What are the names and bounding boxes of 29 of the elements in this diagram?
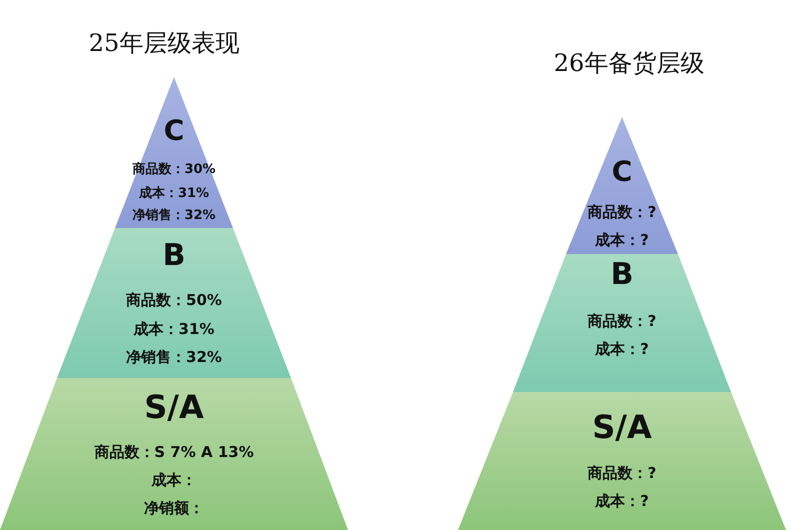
- pyramid-tier: [566, 117, 678, 254]
- tier-label: C: [164, 114, 184, 148]
- metric-text: 净销售：32%: [132, 208, 216, 224]
- metric-text: 商品数：S 7% A 13%: [94, 444, 254, 462]
- metric-text: 商品数：?: [588, 204, 656, 222]
- pyramid-tier: [115, 77, 233, 228]
- metric-text: 成本：31%: [138, 186, 210, 202]
- tier-label: B: [610, 258, 634, 292]
- metric-text: 净销售：32%: [126, 349, 222, 367]
- metric-text: 成本：: [152, 472, 196, 490]
- tier-label: C: [612, 156, 632, 188]
- tier-label: S/A: [144, 388, 204, 426]
- tier-label: S/A: [592, 408, 652, 446]
- metric-text: 商品数：?: [588, 465, 656, 483]
- pyramid-tier: [57, 228, 291, 378]
- metric-text: 成本：?: [595, 232, 649, 250]
- pyramid-tier: [513, 254, 731, 392]
- pyramid-tier: [0, 378, 348, 530]
- pyramid-tier: [458, 392, 786, 530]
- metric-text: 商品数：30%: [132, 162, 216, 178]
- metric-text: 成本：31%: [134, 321, 214, 339]
- metric-text: 净销额：: [144, 500, 204, 518]
- metric-text: 商品数：50%: [126, 292, 222, 310]
- pyramid-title: 25年层级表现: [88, 30, 240, 58]
- pyramid-title: 26年备货层级: [554, 50, 704, 78]
- metric-text: 商品数：?: [588, 313, 656, 331]
- metric-text: 成本：?: [595, 341, 649, 359]
- tier-label: B: [162, 238, 186, 274]
- metric-text: 成本：?: [595, 493, 649, 511]
